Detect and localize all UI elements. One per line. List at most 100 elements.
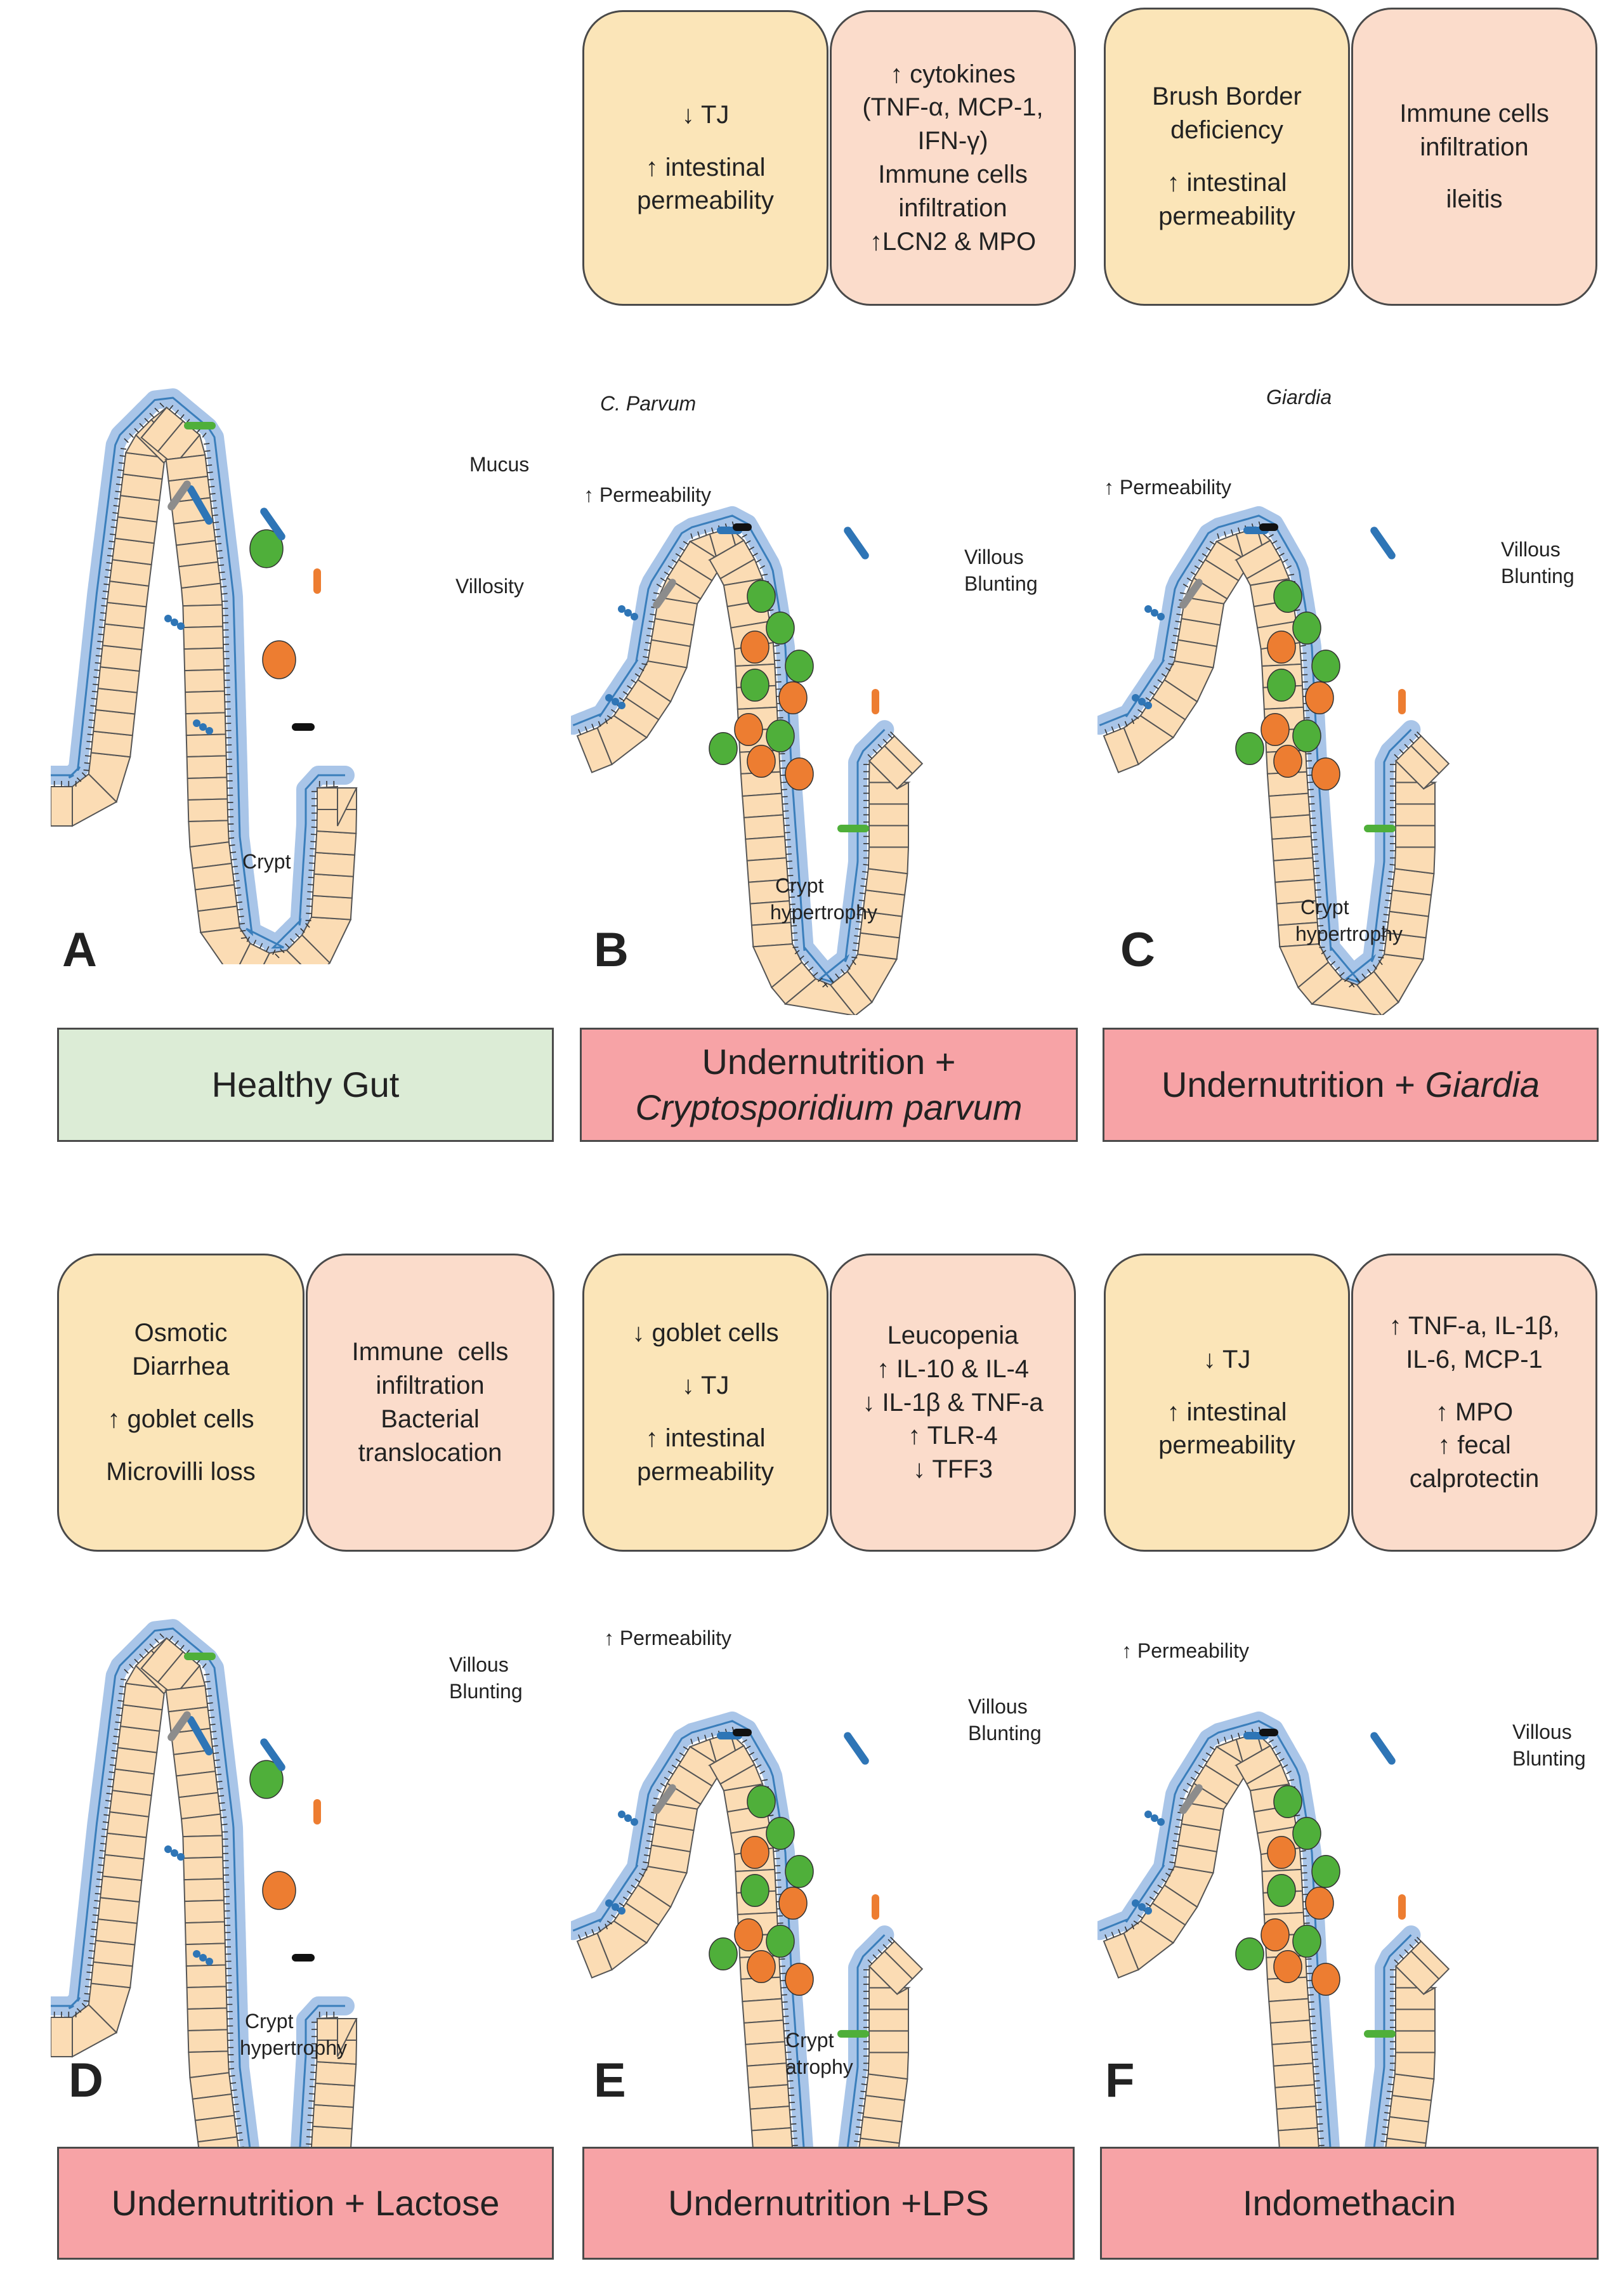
label-pathogen: C. Parvum (600, 392, 697, 415)
microvillus (671, 1764, 678, 1769)
microvillus (1104, 729, 1108, 735)
epithelial-cell (187, 776, 228, 801)
immune-cell-orange (1305, 1886, 1334, 1920)
microvillus (154, 407, 159, 413)
microvillus (643, 1861, 649, 1864)
microvillus (852, 949, 858, 952)
microvillus (641, 1868, 648, 1871)
label-mucus: Mucus (469, 453, 530, 476)
epithelial-cell (883, 735, 924, 775)
epithelial-cell (315, 2060, 357, 2086)
box-line: Immune cells (878, 160, 1028, 188)
microvillus (1279, 553, 1285, 557)
microvillus (1194, 565, 1200, 570)
bacteria (171, 619, 178, 626)
microvillus (219, 571, 225, 573)
microvillus (789, 889, 795, 891)
microvillus (1300, 645, 1306, 647)
epithelial-cell (1268, 1998, 1311, 2024)
microvillus (103, 1814, 110, 1816)
microvillus (139, 423, 144, 428)
microvillus (1399, 1954, 1404, 1960)
microvillus (1168, 663, 1174, 665)
epithelial-cell (868, 803, 909, 827)
microvillus (861, 2083, 867, 2086)
microvillus (656, 584, 662, 588)
microvillus (887, 733, 893, 739)
microvillus (106, 1793, 112, 1795)
microvillus (1179, 592, 1186, 594)
immune-cell-orange (740, 1835, 769, 1870)
microvillus (605, 1923, 608, 1930)
epithelial-cell (182, 604, 224, 629)
microvillus (1288, 573, 1295, 576)
microvillus (1344, 977, 1349, 982)
microvillus (308, 2114, 314, 2116)
microvillus (154, 1638, 159, 1644)
epithelial-cell (750, 922, 794, 948)
microvillus (1409, 738, 1415, 744)
epithelial-cell (1276, 2106, 1318, 2132)
epithelial-cell (317, 785, 358, 827)
microvillus (99, 1850, 106, 1852)
microvillus (144, 1648, 149, 1654)
microvillus (129, 433, 134, 438)
microvillus (1157, 679, 1163, 684)
bacteria (1151, 1814, 1158, 1822)
epithelial-cell (186, 1986, 228, 2010)
microvillus (209, 1724, 216, 1726)
bacteria (612, 698, 619, 705)
microvillus (1380, 2140, 1387, 2142)
epithelial-cell (1271, 835, 1314, 861)
box-line: ↑ intestinal (1167, 169, 1287, 197)
microvillus (202, 432, 207, 438)
mucus-edge (572, 1720, 886, 2190)
microvillus (851, 960, 856, 966)
epithelial-cell (183, 1878, 225, 1903)
microvillus (619, 697, 625, 702)
microvillus (1175, 620, 1181, 623)
gray-marker (1179, 1784, 1203, 1814)
microvillus (81, 2003, 87, 2008)
microvillus (1174, 1833, 1180, 1835)
microvillus (1168, 1868, 1174, 1871)
microvillus (219, 1802, 225, 1804)
microvillus (310, 834, 317, 835)
microvillus (1409, 1944, 1415, 1949)
microvillus (310, 2064, 317, 2066)
microvillus (645, 1847, 652, 1849)
microvillus (95, 655, 102, 657)
microvillus (679, 547, 685, 551)
microvillus (174, 409, 180, 415)
microvillus (789, 903, 796, 905)
effect-box-c-inflammation: Immune cells infiltration ileitis (1351, 8, 1597, 306)
microvillus (675, 1759, 681, 1763)
microvillus (1149, 1896, 1155, 1901)
microvillus (1176, 1819, 1182, 1821)
black-marker (292, 723, 315, 731)
microvillus (787, 867, 793, 870)
mucus-edge (572, 514, 886, 985)
microvillus (791, 2137, 797, 2139)
immune-cell-orange (778, 1886, 808, 1920)
epithelial-cell (187, 2029, 229, 2054)
microvillus (1417, 731, 1422, 737)
microvillus (307, 891, 313, 893)
villus-diagram-b (571, 381, 1091, 1015)
microvillus (129, 1663, 134, 1669)
microvillus (1387, 2090, 1393, 2093)
microvillus (1238, 1733, 1241, 1739)
immune-cell-orange (262, 640, 296, 679)
villus-svg (571, 506, 924, 1015)
microvillus (76, 2008, 82, 2013)
microvillus (813, 972, 818, 977)
microvillus (789, 2102, 795, 2104)
microvillus (584, 726, 588, 732)
microvillus (1384, 907, 1391, 909)
microvillus (202, 1663, 207, 1668)
microvillus (1165, 1872, 1171, 1877)
bacteria (177, 1853, 185, 1861)
microvillus (785, 2059, 792, 2060)
mucus-edge (51, 396, 345, 949)
microvillus (1224, 531, 1227, 537)
